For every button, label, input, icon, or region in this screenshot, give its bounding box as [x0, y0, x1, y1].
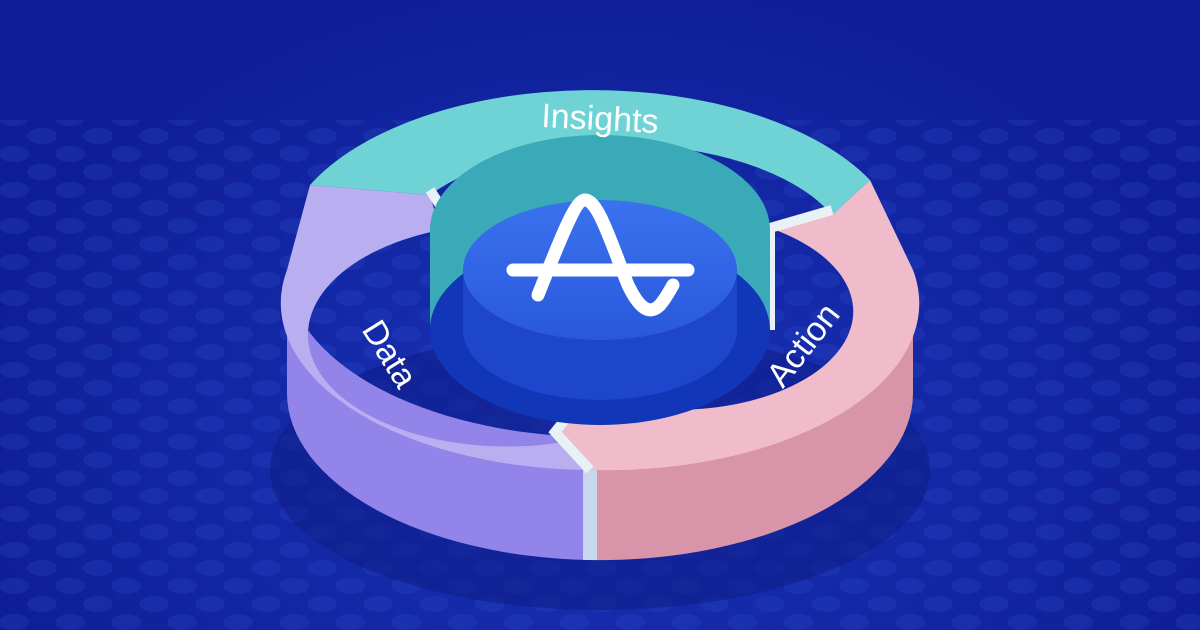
center-hub	[463, 193, 737, 400]
data-segment-side	[286, 270, 590, 560]
action-segment	[555, 180, 920, 471]
action-segment-side	[590, 270, 914, 561]
insights-segment	[310, 90, 870, 215]
amplitude-wave-logo-icon	[506, 193, 695, 317]
data-segment	[280, 185, 585, 470]
insights-label: Insights	[540, 97, 659, 141]
